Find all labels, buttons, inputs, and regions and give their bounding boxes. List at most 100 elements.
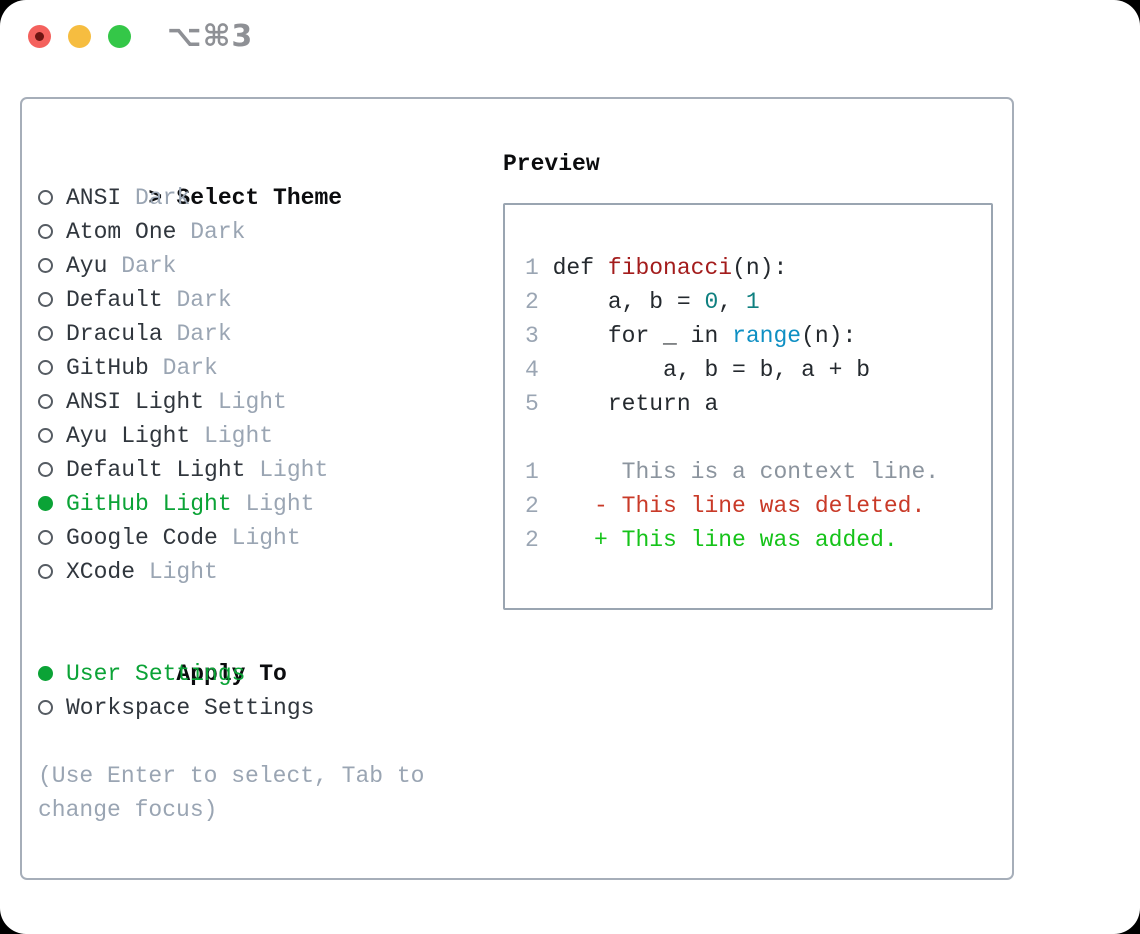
apply-option-label: User Settings xyxy=(66,661,246,687)
code-token-plain: (n): xyxy=(801,323,857,349)
theme-variant-badge: Light xyxy=(148,559,218,585)
theme-item-default[interactable]: Default Dark xyxy=(38,283,424,317)
code-line: 5 return a xyxy=(525,387,991,421)
theme-item-atom-one[interactable]: Atom One Dark xyxy=(38,215,424,249)
selection-cursor: > xyxy=(148,185,163,211)
theme-variant-badge: Dark xyxy=(176,287,232,313)
diff-line-context: 1 This is a context line. xyxy=(525,455,991,489)
theme-item-ansi[interactable]: ANSI Dark xyxy=(38,181,424,215)
theme-item-github-light[interactable]: GitHub Light Light xyxy=(38,487,424,521)
theme-name: ANSI xyxy=(66,185,122,211)
line-number: 2 xyxy=(525,493,539,519)
line-number: 1 xyxy=(525,459,539,485)
traffic-light-zoom-button[interactable] xyxy=(108,25,131,48)
theme-name: Google Code xyxy=(66,525,218,551)
theme-item-default-light[interactable]: Default Light Light xyxy=(38,453,424,487)
theme-variant-badge: Dark xyxy=(135,185,191,211)
apply-option-label: Workspace Settings xyxy=(66,695,315,721)
line-number: 1 xyxy=(525,255,539,281)
code-token-plain: return a xyxy=(552,391,719,417)
hint-text-line-2: change focus) xyxy=(38,797,218,823)
code-token-plain: , xyxy=(718,289,746,315)
radio-selected-icon xyxy=(38,496,53,511)
traffic-light-dot xyxy=(35,32,44,41)
theme-item-google-code[interactable]: Google Code Light xyxy=(38,521,424,555)
radio-unselected-icon xyxy=(38,258,53,273)
theme-variant-badge: Light xyxy=(217,389,287,415)
theme-item-github[interactable]: GitHub Dark xyxy=(38,351,424,385)
apply-option-workspace-settings[interactable]: Workspace Settings xyxy=(38,691,424,725)
theme-variant-badge: Light xyxy=(259,457,329,483)
line-number: 2 xyxy=(525,527,539,553)
radio-unselected-icon xyxy=(38,428,53,443)
radio-unselected-icon xyxy=(38,190,53,205)
diff-text: - This line was deleted. xyxy=(552,493,926,519)
spacer xyxy=(38,725,424,759)
theme-variant-badge: Dark xyxy=(190,219,246,245)
select-theme-header: >Select Theme xyxy=(38,147,424,211)
apply-to-title: Apply To xyxy=(176,661,287,687)
code-line: 1 def fibonacci(n): xyxy=(525,251,991,285)
theme-item-xcode[interactable]: XCode Light xyxy=(38,555,424,589)
window-title-shortcut: ⌥⌘3 xyxy=(167,19,254,54)
preview-title: Preview xyxy=(503,151,600,177)
code-line: 4 a, b = b, a + b xyxy=(525,353,991,387)
radio-selected-icon xyxy=(38,666,53,681)
diff-preview: 1 This is a context line.2 - This line w… xyxy=(525,455,991,557)
code-line: 2 a, b = 0, 1 xyxy=(525,285,991,319)
theme-name: GitHub Light xyxy=(66,491,232,517)
spacer xyxy=(525,421,991,455)
diff-line-added: 2 + This line was added. xyxy=(525,523,991,557)
theme-variant-badge: Dark xyxy=(121,253,177,279)
theme-name: Ayu Light xyxy=(66,423,191,449)
window-titlebar: ⌥⌘3 xyxy=(0,0,1140,74)
line-number: 3 xyxy=(525,323,539,349)
radio-unselected-icon xyxy=(38,224,53,239)
line-number: 4 xyxy=(525,357,539,383)
diff-text: This is a context line. xyxy=(552,459,940,485)
theme-item-dracula[interactable]: Dracula Dark xyxy=(38,317,424,351)
theme-name: XCode xyxy=(66,559,136,585)
theme-item-ayu[interactable]: Ayu Dark xyxy=(38,249,424,283)
radio-unselected-icon xyxy=(38,564,53,579)
apply-to-header: Apply To xyxy=(38,623,424,687)
traffic-light-close-button[interactable] xyxy=(28,25,51,48)
theme-name: Ayu xyxy=(66,253,108,279)
radio-unselected-icon xyxy=(38,700,53,715)
radio-unselected-icon xyxy=(38,530,53,545)
theme-variant-badge: Dark xyxy=(176,321,232,347)
radio-unselected-icon xyxy=(38,292,53,307)
theme-name: GitHub xyxy=(66,355,149,381)
radio-unselected-icon xyxy=(38,462,53,477)
code-token-builtin: range xyxy=(732,323,802,349)
code-token-plain: for _ in xyxy=(552,323,733,349)
theme-item-ayu-light[interactable]: Ayu Light Light xyxy=(38,419,424,453)
line-number: 2 xyxy=(525,289,539,315)
theme-name: Dracula xyxy=(66,321,163,347)
radio-unselected-icon xyxy=(38,360,53,375)
theme-item-ansi-light[interactable]: ANSI Light Light xyxy=(38,385,424,419)
code-token-function: fibonacci xyxy=(607,255,733,281)
diff-line-deleted: 2 - This line was deleted. xyxy=(525,489,991,523)
radio-unselected-icon xyxy=(38,394,53,409)
spacer xyxy=(38,589,424,623)
preview-pane: Preview 1 def fibonacci(n):2 a, b = 0, 1… xyxy=(503,147,993,610)
theme-name: ANSI Light xyxy=(66,389,205,415)
theme-variant-badge: Light xyxy=(204,423,274,449)
traffic-light-minimize-button[interactable] xyxy=(68,25,91,48)
theme-variant-badge: Light xyxy=(245,491,315,517)
code-token-number: 0 xyxy=(704,289,719,315)
theme-variant-badge: Dark xyxy=(162,355,218,381)
code-preview: 1 def fibonacci(n):2 a, b = 0, 1 3 for _ … xyxy=(525,251,991,421)
apply-option-user-settings[interactable]: User Settings xyxy=(38,657,424,691)
line-number: 5 xyxy=(525,391,539,417)
theme-name: Default xyxy=(66,287,163,313)
radio-unselected-icon xyxy=(38,326,53,341)
code-token-plain: (n): xyxy=(732,255,788,281)
diff-text: + This line was added. xyxy=(552,527,898,553)
code-token-number: 1 xyxy=(745,289,760,315)
